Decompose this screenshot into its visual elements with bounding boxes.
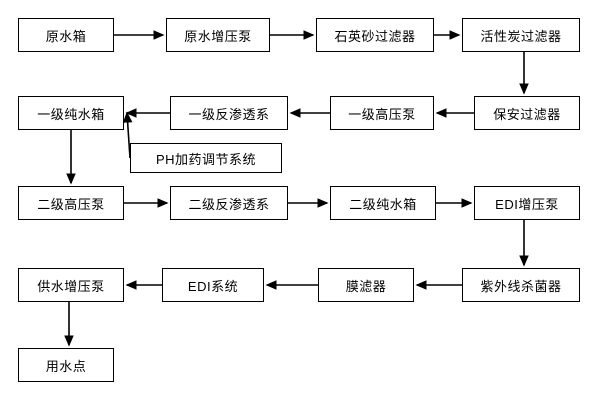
flowchart-arrow xyxy=(114,193,177,213)
flowchart-node-label: EDI系统 xyxy=(187,278,239,294)
flowchart-arrow xyxy=(407,275,472,295)
flowchart-node-label: 紫外线杀菌器 xyxy=(480,278,562,294)
flowchart-node: 紫外线杀菌器 xyxy=(462,268,580,302)
flowchart-arrow xyxy=(59,292,79,355)
flowchart-arrow xyxy=(117,103,140,168)
flowchart-node: 二级高压泵 xyxy=(18,186,124,220)
flowchart-node: EDI增压泵 xyxy=(474,186,580,220)
flowchart-arrow xyxy=(257,275,328,295)
flowchart-node: 供水增压泵 xyxy=(18,268,124,302)
flowchart-node: 一级高压泵 xyxy=(330,96,434,130)
flowchart-node: 保安过滤器 xyxy=(474,96,580,130)
flowchart-node: 用水点 xyxy=(18,348,114,382)
flowchart-node-label: 一级高压泵 xyxy=(348,106,416,122)
flowchart-node: 膜滤器 xyxy=(318,268,414,302)
flowchart-arrow xyxy=(424,25,469,45)
flowchart-arrow xyxy=(281,103,340,123)
flowchart-node: PH加药调节系统 xyxy=(130,143,282,173)
flowchart-arrow xyxy=(117,275,172,295)
flowchart-node-label: 活性炭过滤器 xyxy=(480,28,562,44)
flowchart-node: 活性炭过滤器 xyxy=(462,18,580,52)
flowchart-node-label: 供水增压泵 xyxy=(37,278,105,294)
flowchart-node-label: EDI增压泵 xyxy=(495,196,559,212)
flowchart-node-label: 一级反渗透系 xyxy=(188,106,270,122)
flowchart-node: 一级纯水箱 xyxy=(18,96,124,130)
flowchart-node: EDI系统 xyxy=(162,268,264,302)
flowchart-arrow xyxy=(61,120,81,193)
flowchart-node-label: PH加药调节系统 xyxy=(155,151,257,167)
flowchart-arrow xyxy=(104,25,173,45)
flowchart-arrow xyxy=(514,210,534,275)
flowchart-arrow xyxy=(278,193,337,213)
flowchart-node: 石英砂过滤器 xyxy=(316,18,434,52)
flowchart-node-label: 一级纯水箱 xyxy=(37,106,105,122)
flowchart-arrow xyxy=(426,193,481,213)
flowchart-arrow xyxy=(260,25,323,45)
flowchart-arrow xyxy=(514,42,534,103)
flowchart-node-label: 原水增压泵 xyxy=(184,28,252,44)
flowchart-arrow xyxy=(427,103,484,123)
flowchart-node-label: 二级高压泵 xyxy=(37,196,105,212)
flowchart-node-label: 用水点 xyxy=(45,358,87,374)
flowchart-node: 原水箱 xyxy=(18,18,114,52)
flowchart-node: 一级反渗透系 xyxy=(170,96,288,130)
flowchart-node-label: 二级反渗透系 xyxy=(188,196,270,212)
flowchart-node: 二级纯水箱 xyxy=(330,186,436,220)
flowchart-node: 原水增压泵 xyxy=(166,18,270,52)
flowchart-node-label: 二级纯水箱 xyxy=(349,196,417,212)
flowchart-node-label: 保安过滤器 xyxy=(493,106,561,122)
flowchart-arrow xyxy=(117,103,180,123)
flowchart-node-label: 原水箱 xyxy=(45,28,87,44)
flowchart-node-label: 膜滤器 xyxy=(345,278,387,294)
flowchart-node: 二级反渗透系 xyxy=(170,186,288,220)
flowchart-node-label: 石英砂过滤器 xyxy=(334,28,416,44)
